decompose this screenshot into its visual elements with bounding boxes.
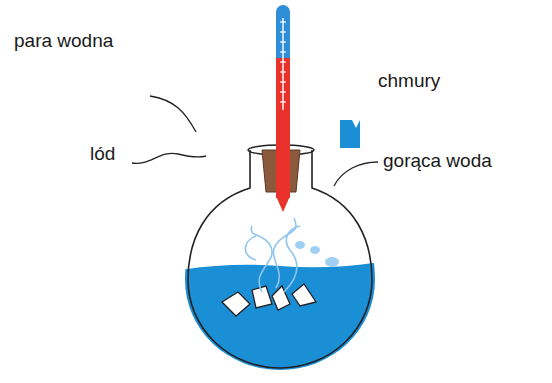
text-label: gorąca woda <box>383 150 492 173</box>
water-vapour <box>245 218 300 292</box>
text-label: chmury <box>378 70 440 93</box>
cloud-icon <box>340 120 360 148</box>
text-label: para wodna <box>14 30 113 53</box>
thermometer <box>276 5 290 212</box>
text-label: lód <box>90 143 115 166</box>
ice-cubes <box>222 284 316 316</box>
leader-lines <box>132 96 378 186</box>
hot-water <box>180 262 380 383</box>
bubbles <box>295 241 339 267</box>
